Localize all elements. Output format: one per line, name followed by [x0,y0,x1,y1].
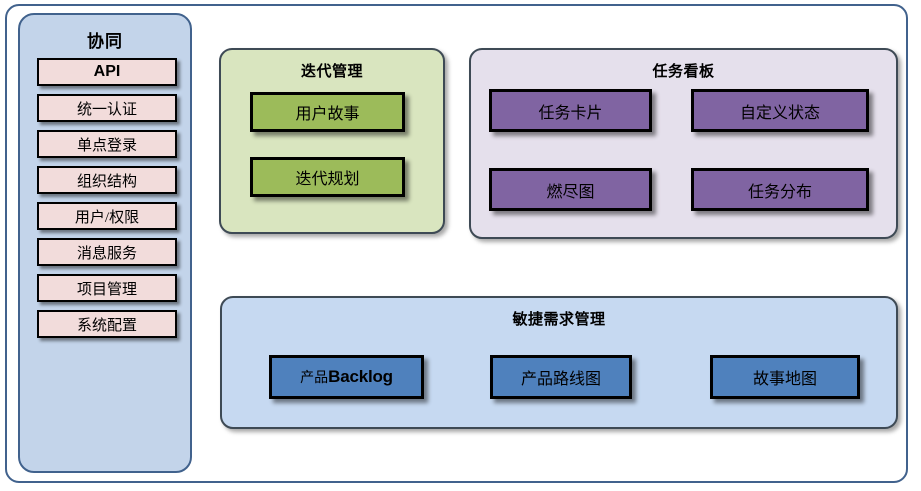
outer-frame [5,4,908,483]
node-task-distribution[interactable]: 任务分布 [691,168,869,211]
panel-iteration-management: 迭代管理 [219,48,445,234]
node-product-backlog-latin: Backlog [328,367,393,386]
node-story-map[interactable]: 故事地图 [710,355,860,399]
sidebar-item-org-structure[interactable]: 组织结构 [37,166,177,194]
sidebar-title: 协同 [87,32,123,51]
sidebar-item-message-service[interactable]: 消息服务 [37,238,177,266]
node-iteration-planning[interactable]: 迭代规划 [250,157,405,197]
panel-title-agile-requirements: 敏捷需求管理 [512,311,606,328]
panel-title-task-board: 任务看板 [652,63,715,80]
sidebar-item-api[interactable]: API [37,58,177,86]
panel-title-iteration-management: 迭代管理 [300,63,363,80]
sidebar-item-system-config[interactable]: 系统配置 [37,310,177,338]
sidebar-panel-collaboration: 协同 API 统一认证 单点登录 组织结构 用户/权限 消息服务 项目管理 系统… [18,13,192,473]
node-task-card[interactable]: 任务卡片 [489,89,652,132]
sidebar-item-list: API 统一认证 单点登录 组织结构 用户/权限 消息服务 项目管理 系统配置 [37,58,177,346]
node-product-backlog-cjk: 产品 [300,371,329,386]
sidebar-item-unified-auth[interactable]: 统一认证 [37,94,177,122]
node-custom-status[interactable]: 自定义状态 [691,89,869,132]
node-user-story[interactable]: 用户故事 [250,92,405,132]
sidebar-item-project-management[interactable]: 项目管理 [37,274,177,302]
sidebar-item-single-sign-on[interactable]: 单点登录 [37,130,177,158]
node-burndown-chart[interactable]: 燃尽图 [489,168,652,211]
node-product-roadmap[interactable]: 产品路线图 [490,355,632,399]
sidebar-item-user-permissions[interactable]: 用户/权限 [37,202,177,230]
